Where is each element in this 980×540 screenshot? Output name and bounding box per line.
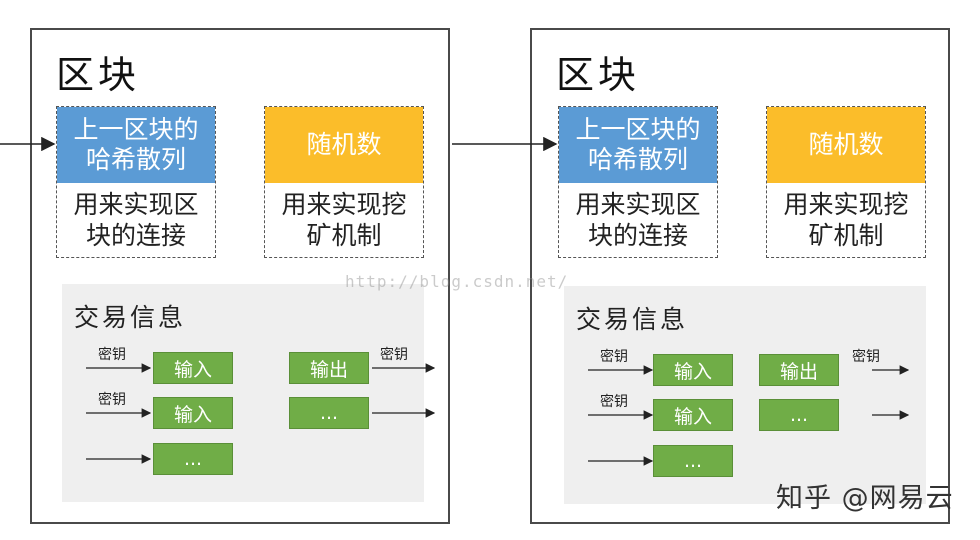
output-box: 输出 [759, 354, 839, 386]
transactions-panel: 交易信息 密钥 密钥 密钥 输入 输入 ... 输出 ... [564, 286, 926, 504]
input-box: 输入 [153, 352, 233, 384]
output-key-label: 密钥 [380, 347, 408, 363]
nonce-description: 用来实现挖矿机制 [281, 189, 407, 250]
transaction-arrows [86, 363, 436, 464]
nonce-description: 用来实现挖矿机制 [783, 189, 909, 250]
block-title: 区块 [56, 53, 141, 97]
watermark: http://blog.csdn.net/ [345, 272, 569, 291]
transactions-title: 交易信息 [576, 305, 689, 334]
transactions-panel: 交易信息 密钥 密钥 密钥 输入 输入 ... 输出 ... [62, 284, 436, 502]
input-box: ... [153, 443, 233, 475]
input-key-label: 密钥 [98, 347, 126, 363]
input-key-label: 密钥 [98, 392, 126, 408]
nonce-label: 随机数 [767, 107, 925, 183]
prev-hash-label: 上一区块的哈希散列 [559, 107, 717, 183]
input-box: 输入 [653, 399, 733, 431]
prev-hash-card: 上一区块的哈希散列 用来实现区块的连接 [56, 106, 216, 258]
input-box: 输入 [153, 397, 233, 429]
nonce-label: 随机数 [265, 107, 423, 183]
output-box: 输出 [289, 352, 369, 384]
input-key-label: 密钥 [600, 394, 628, 410]
output-key-label: 密钥 [852, 349, 880, 365]
prev-hash-description: 用来实现区块的连接 [575, 189, 701, 250]
output-box: ... [759, 399, 839, 431]
input-box: 输入 [653, 354, 733, 386]
input-key-label: 密钥 [600, 349, 628, 365]
prev-hash-card: 上一区块的哈希散列 用来实现区块的连接 [558, 106, 718, 258]
input-box: ... [653, 445, 733, 477]
nonce-card: 随机数 用来实现挖矿机制 [766, 106, 926, 258]
block-2: 区块 上一区块的哈希散列 用来实现区块的连接 随机数 用来实现挖矿机制 交易信息… [530, 28, 950, 524]
attribution: 知乎 @网易云 [776, 483, 954, 514]
transactions-title: 交易信息 [74, 303, 187, 332]
block-1: 区块 上一区块的哈希散列 用来实现区块的连接 随机数 用来实现挖矿机制 交易信息… [30, 28, 450, 524]
transaction-arrows [588, 365, 910, 466]
prev-hash-label: 上一区块的哈希散列 [57, 107, 215, 183]
block-title: 区块 [556, 53, 641, 97]
prev-hash-description: 用来实现区块的连接 [73, 189, 199, 250]
output-box: ... [289, 397, 369, 429]
nonce-card: 随机数 用来实现挖矿机制 [264, 106, 424, 258]
